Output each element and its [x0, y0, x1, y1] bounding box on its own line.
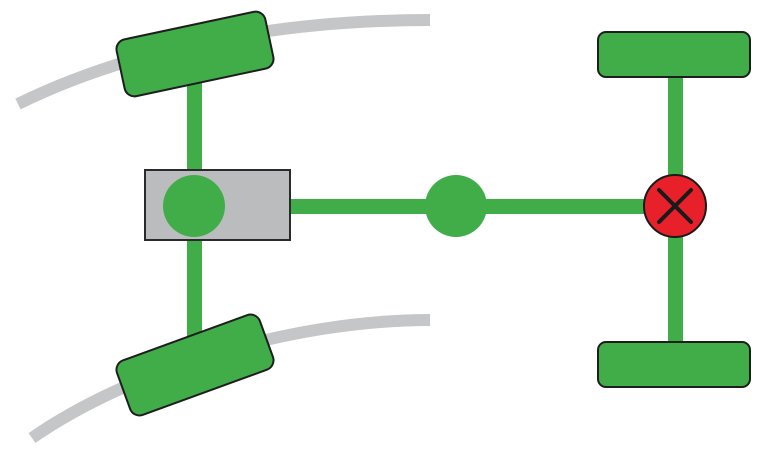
- front-differential: [163, 175, 225, 237]
- rear-right-wheel: [597, 341, 751, 388]
- front-right-wheel: [115, 313, 275, 417]
- front-left-wheel: [115, 10, 275, 98]
- rear-left-wheel: [597, 31, 751, 78]
- locked-x-mark: [657, 188, 693, 224]
- center-differential: [425, 175, 487, 237]
